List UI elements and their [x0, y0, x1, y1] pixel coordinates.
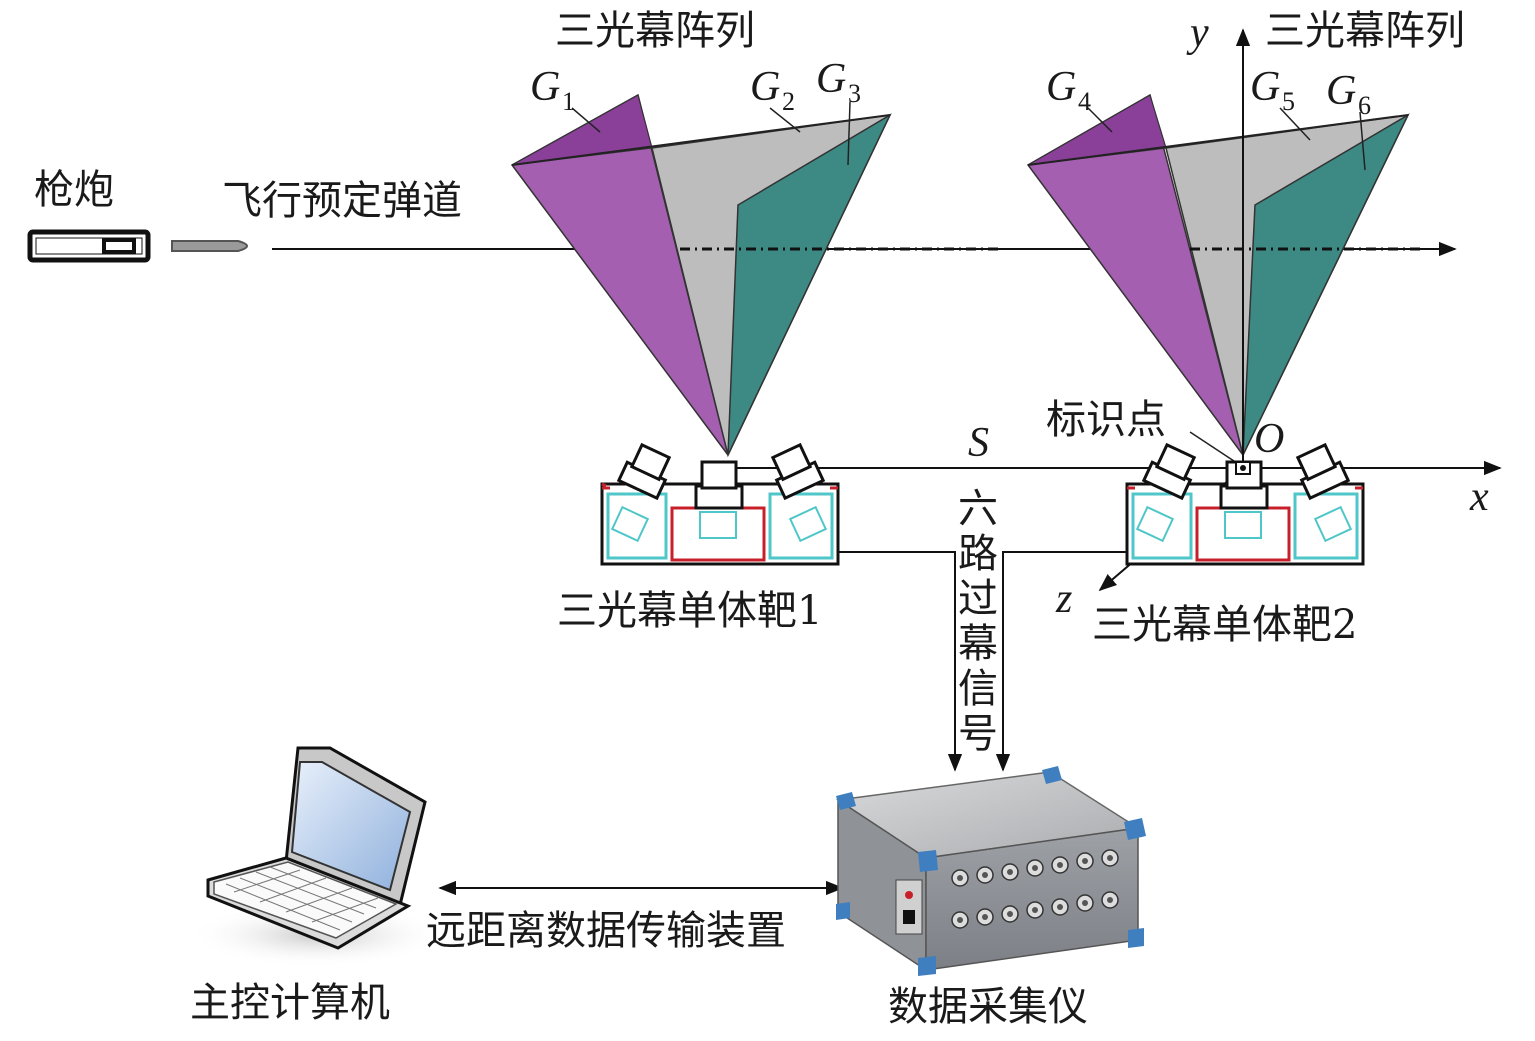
transfer-label: 远距离数据传输装置: [426, 908, 786, 954]
signal-wiring: [838, 551, 1127, 772]
svg-text:G: G: [1250, 64, 1280, 110]
signal-label-vertical: 六 路 过 幕 信 号: [958, 486, 998, 757]
light-screen-array-left: [510, 93, 1000, 458]
g2-symbol: G 2: [750, 64, 795, 116]
array-right-label: 三光幕阵列: [1265, 8, 1465, 54]
daq-label: 数据采集仪: [888, 984, 1088, 1030]
light-screen-array-right: [1026, 93, 1420, 458]
svg-text:4: 4: [1078, 87, 1091, 116]
marker-point-label: 标识点: [1046, 397, 1166, 443]
x-axis-label: x: [1469, 474, 1489, 520]
y-axis-label: y: [1186, 10, 1209, 56]
svg-text:G: G: [750, 64, 780, 110]
marker-leader: [1189, 431, 1241, 466]
laptop-icon: [188, 746, 448, 967]
target1-label: 三光幕单体靶1: [557, 588, 822, 634]
svg-text:1: 1: [562, 87, 575, 116]
data-acquisition-instrument-icon: [835, 766, 1146, 976]
svg-text:G: G: [1046, 64, 1076, 110]
svg-text:3: 3: [848, 79, 861, 108]
target2-label: 三光幕单体靶2: [1092, 602, 1357, 648]
signal-char: 号: [958, 711, 998, 757]
g-leader-lines: [571, 101, 1366, 171]
trajectory-label: 飞行预定弹道: [222, 178, 462, 224]
gun-label: 枪炮: [34, 167, 114, 213]
svg-text:6: 6: [1358, 91, 1371, 120]
origin-marker: [1235, 461, 1251, 475]
svg-text:G: G: [1326, 68, 1356, 114]
g6-symbol: G 6: [1326, 68, 1371, 120]
array-left-label: 三光幕阵列: [555, 8, 755, 54]
host-computer-label: 主控计算机: [190, 980, 390, 1026]
svg-text:G: G: [816, 56, 846, 102]
svg-text:2: 2: [782, 87, 795, 116]
svg-text:5: 5: [1282, 87, 1295, 116]
target-unit-1: [600, 442, 840, 566]
o-symbol: O: [1254, 416, 1284, 462]
svg-text:G: G: [530, 64, 560, 110]
target-unit-2: [1125, 442, 1365, 566]
signal-char: 幕: [958, 621, 998, 667]
g5-symbol: G 5: [1250, 64, 1295, 116]
bullet-icon: [171, 240, 248, 252]
signal-char: 六: [958, 486, 998, 532]
g3-symbol: G 3: [816, 56, 861, 108]
gun-icon: [27, 229, 151, 263]
signal-char: 路: [958, 531, 998, 577]
signal-char: 过: [958, 576, 998, 622]
signal-char: 信: [958, 666, 998, 712]
z-axis-label: z: [1055, 576, 1072, 622]
s-symbol: S: [968, 420, 989, 466]
g4-symbol: G 4: [1046, 64, 1091, 116]
g1-symbol: G 1: [530, 64, 575, 116]
